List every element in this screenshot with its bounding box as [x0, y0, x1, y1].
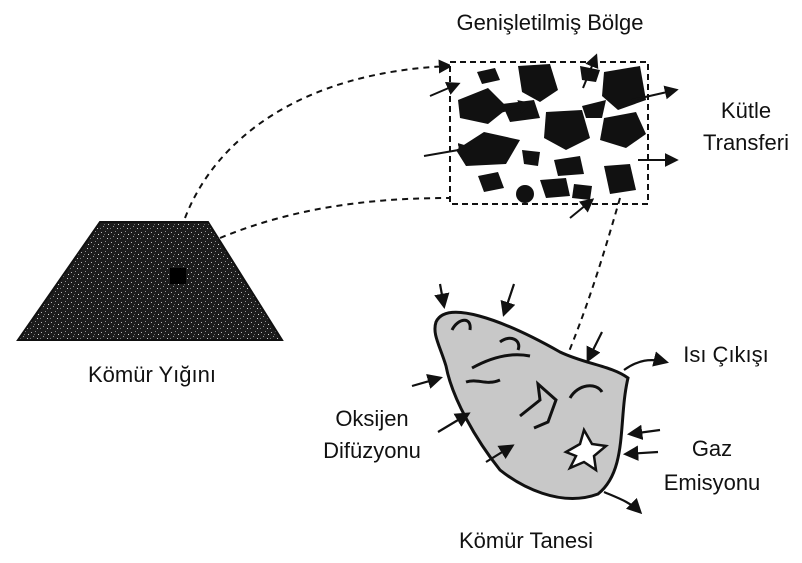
mass-transfer-label-line2: Transferi — [703, 130, 789, 155]
gas-emission-label-line2: Emisyonu — [664, 470, 761, 495]
gas-emission-label-line1: Gaz — [692, 436, 732, 461]
zoom-connector-bottom — [220, 198, 450, 238]
expanded-zone — [450, 62, 648, 204]
oxygen-diffusion-label-line1: Oksijen — [335, 406, 408, 431]
zoom-connector-top — [185, 66, 450, 218]
oxygen-diffusion-label-line2: Difüzyonu — [323, 438, 421, 463]
coal-particle-label: Kömür Tanesi — [459, 528, 593, 553]
zoom-connector-particle — [568, 198, 620, 354]
mass-transfer-label-line1: Kütle — [721, 98, 771, 123]
pile-sample-spot — [170, 268, 186, 284]
expanded-zone-label: Genişletilmiş Bölge — [456, 10, 643, 35]
coal-pile-label: Kömür Yığını — [88, 362, 216, 387]
pore-crack — [466, 380, 500, 382]
coal-pile — [18, 222, 282, 340]
heat-output-label: Isı Çıkışı — [683, 342, 769, 367]
